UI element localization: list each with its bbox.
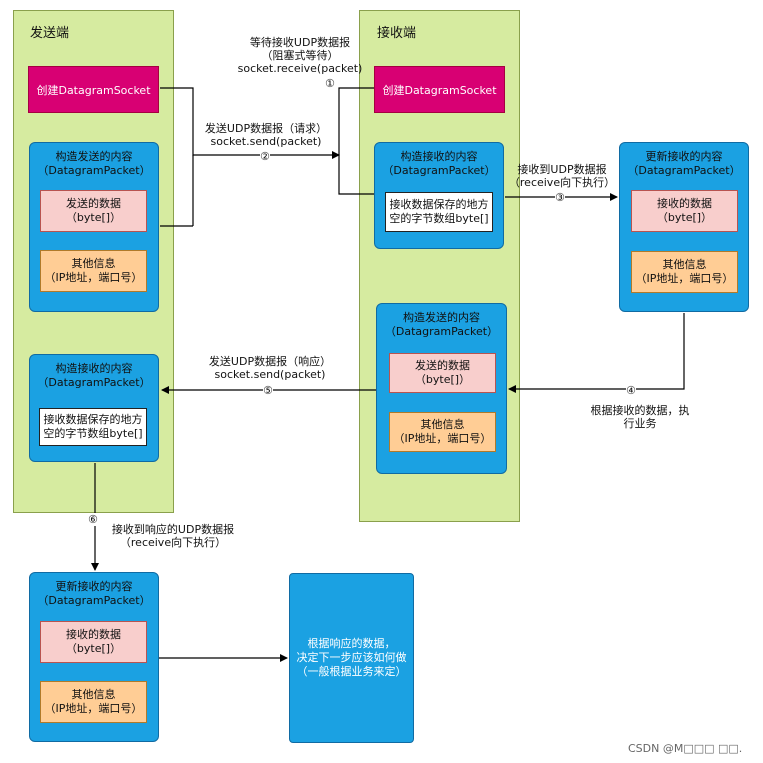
sender-lane-title: 发送端 (30, 26, 70, 41)
step5-text: 发送UDP数据报（响应） socket.send(packet) (208, 355, 332, 381)
step3-num: ③ (555, 191, 565, 204)
step6-text: 接收到响应的UDP数据报 （receive向下执行） (111, 523, 235, 549)
arrow-receive-wait (338, 87, 374, 195)
sender-update-title: 更新接收的内容 （DatagramPacket） (37, 580, 151, 607)
receiver-lane-title: 接收端 (377, 26, 417, 41)
receiver-build-send-title: 构造发送的内容 （DatagramPacket） (384, 311, 499, 338)
step3-text: 接收到UDP数据报 （receive向下执行） (508, 163, 616, 189)
sender-receive-buffer: 接收数据保存的地方 空的字节数组byte[] (39, 408, 147, 446)
decision-box: 根据响应的数据， 决定下一步应该如何做 （一般根据业务来定） (289, 573, 414, 743)
receiver-update-data: 接收的数据 （byte[]） (631, 190, 738, 232)
step4-text: 根据接收的数据，执 行业务 (590, 404, 690, 430)
sender-build-receive-title: 构造接收的内容 （DatagramPacket） (37, 362, 151, 389)
sender-send-data: 发送的数据 （byte[]） (40, 190, 147, 232)
step5-num: ⑤ (263, 384, 273, 397)
step1-text: 等待接收UDP数据报 （阻塞式等待） socket.receive(packet… (237, 36, 363, 75)
sender-update-info: 其他信息 （IP地址，端口号） (40, 681, 147, 723)
receiver-create-socket: 创建DatagramSocket (374, 66, 505, 113)
sender-send-info: 其他信息 （IP地址，端口号） (40, 250, 147, 292)
step4-num: ④ (626, 384, 636, 397)
step2-text: 发送UDP数据报（请求） socket.send(packet) (204, 122, 328, 148)
step2-num: ② (260, 150, 270, 163)
receiver-build-receive-title: 构造接收的内容 （DatagramPacket） (382, 150, 496, 177)
sender-update-data: 接收的数据 （byte[]） (40, 621, 147, 663)
receiver-receive-buffer: 接收数据保存的地方 空的字节数组byte[] (385, 192, 493, 232)
receiver-send-info: 其他信息 （IP地址，端口号） (389, 412, 496, 452)
receiver-send-data: 发送的数据 （byte[]） (389, 353, 496, 393)
step6-num: ⑥ (88, 513, 98, 526)
arrow-business-to-send (508, 313, 685, 393)
receiver-update-info: 其他信息 （IP地址，端口号） (631, 251, 738, 293)
csdn-watermark: CSDN @M□□□ □□. (628, 742, 743, 755)
receiver-update-title: 更新接收的内容 （DatagramPacket） (627, 150, 741, 177)
sender-create-socket: 创建DatagramSocket (28, 66, 159, 113)
step1-num: ① (325, 77, 335, 90)
sender-build-send-title: 构造发送的内容 （DatagramPacket） (37, 150, 151, 177)
